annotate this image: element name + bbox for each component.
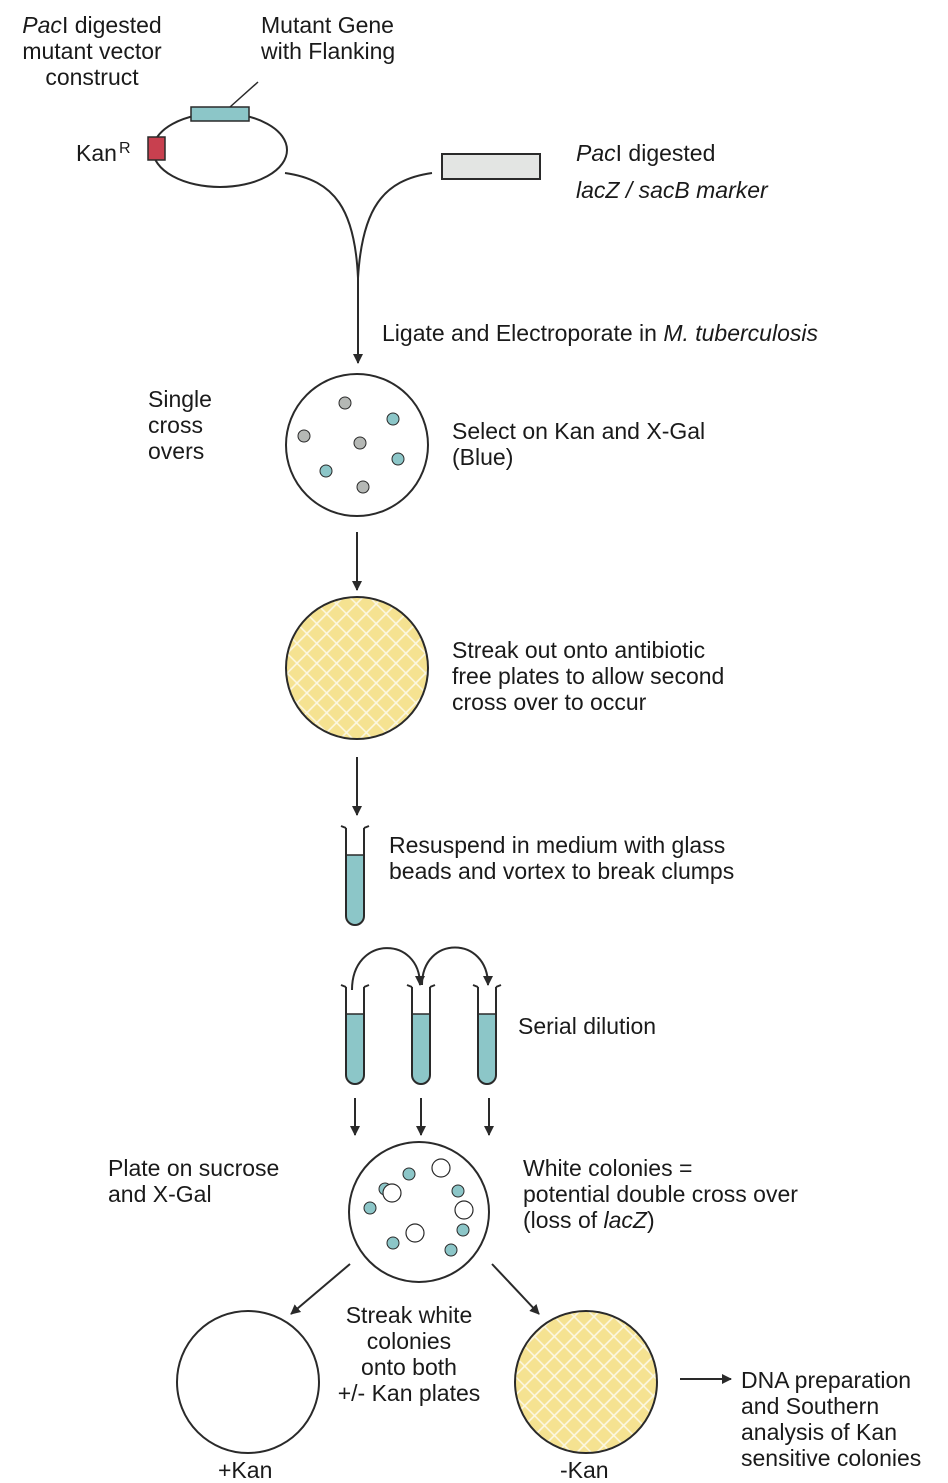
colony-white	[455, 1201, 473, 1219]
colony-blue	[445, 1244, 457, 1256]
resuspend-label: Resuspend in medium with glass beads and…	[389, 832, 734, 884]
colony-grey	[354, 437, 366, 449]
colony-blue	[392, 453, 404, 465]
dna-prep-label: DNA preparation and Southern analysis of…	[741, 1367, 921, 1471]
minus-kan-plate	[515, 1311, 657, 1453]
serial-dilution-label: Serial dilution	[518, 1013, 656, 1039]
dilution-tube-1	[341, 985, 369, 1084]
plus-kan-plate	[177, 1311, 319, 1453]
resuspension-tube	[341, 826, 369, 925]
colony-blue	[320, 465, 332, 477]
minus-kan-label: -Kan	[560, 1457, 609, 1483]
colony-white	[406, 1224, 424, 1242]
vector-label: PacI digested mutant vector construct	[10, 12, 174, 90]
colony-blue	[387, 1237, 399, 1249]
mutant-gene-segment	[191, 107, 249, 121]
colony-grey	[339, 397, 351, 409]
dilution-tube-2	[407, 985, 435, 1084]
dilution-arrow-2	[422, 948, 488, 986]
colony-blue	[364, 1202, 376, 1214]
ligate-label: Ligate and Electroporate in M. tuberculo…	[382, 320, 818, 346]
select-label: Select on Kan and X-Gal (Blue)	[452, 418, 705, 470]
colony-white	[432, 1159, 450, 1177]
colony-blue	[387, 413, 399, 425]
gene-pointer-line	[230, 82, 258, 107]
white-colonies-label: White colonies = potential double cross …	[523, 1155, 798, 1233]
antibiotic-free-plate	[286, 597, 428, 739]
colony-blue	[403, 1168, 415, 1180]
streak-white-label: Streak white colonies onto both +/- Kan …	[320, 1302, 498, 1406]
plate-sucrose-label: Plate on sucrose and X-Gal	[108, 1155, 279, 1207]
colony-blue	[452, 1185, 464, 1197]
colony-grey	[357, 481, 369, 493]
colony-white	[383, 1184, 401, 1202]
arrow-to-minus-kan	[492, 1264, 539, 1314]
plasmid-vector	[153, 113, 287, 187]
colony-grey	[298, 430, 310, 442]
streak-label: Streak out onto antibiotic free plates t…	[452, 637, 724, 715]
joining-curve-right	[358, 173, 432, 278]
dilution-arrow-1	[352, 948, 420, 990]
single-cross-overs-label: Single cross overs	[148, 386, 212, 464]
mutant-gene-label: Mutant Gene with Flanking	[261, 12, 395, 64]
lacz-marker-label: PacI digested lacZ / sacB marker	[576, 135, 768, 209]
lacz-sacb-marker-box	[442, 154, 540, 179]
plus-kan-label: +Kan	[218, 1457, 272, 1483]
kan-resistance-marker	[148, 137, 165, 160]
colony-blue	[457, 1224, 469, 1236]
dilution-tube-3	[473, 985, 501, 1084]
joining-curve-left	[285, 173, 358, 278]
